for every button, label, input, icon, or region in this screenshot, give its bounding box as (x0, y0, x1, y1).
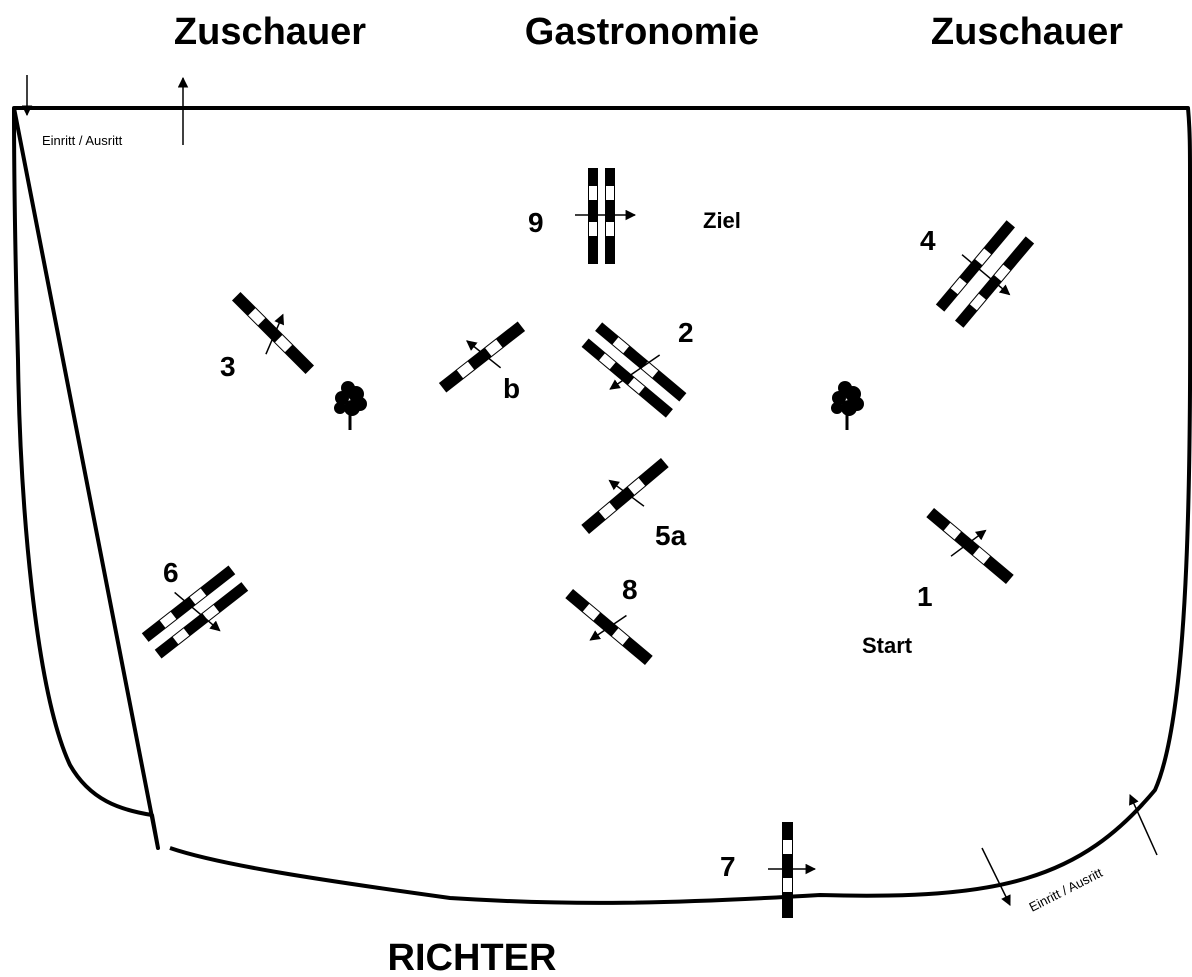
obstacle-2 (581, 322, 687, 418)
obstacle-label: 8 (622, 574, 638, 605)
header-center: Gastronomie (525, 11, 759, 53)
obstacle-3 (231, 291, 315, 375)
header-bottom: RICHTER (388, 937, 557, 977)
obstacle-5b (438, 321, 526, 393)
obstacle-label: 7 (720, 851, 736, 882)
start-label: Start (862, 633, 913, 658)
arrow-icon (589, 614, 627, 641)
obstacle-4 (935, 220, 1035, 328)
obstacle-7 (768, 822, 817, 918)
obstacle-label: 4 (920, 225, 936, 256)
arrow-icon (981, 847, 1011, 906)
arrow-icon (950, 529, 987, 557)
obstacle-9: 9 (528, 168, 637, 264)
arena-boundary (12, 106, 1192, 905)
tree-icon (332, 379, 369, 432)
finish-label: Ziel (703, 208, 741, 233)
obstacle-5a (581, 457, 669, 535)
obstacle-label: 9 (528, 207, 544, 238)
obstacle-1 (926, 507, 1014, 585)
header-right: Zuschauer (931, 11, 1123, 53)
gate-label: Einritt / Ausritt (1027, 865, 1106, 915)
obstacle-8 (565, 588, 653, 666)
obstacle-6 (141, 565, 249, 659)
gate-bottom-right: Einritt / Ausritt (981, 794, 1158, 915)
obstacle-label: 6 (163, 557, 179, 588)
header-left: Zuschauer (174, 11, 366, 53)
arrow-icon (265, 313, 285, 355)
arrow-icon (174, 591, 221, 632)
gate-top-left: Einritt / Ausritt (21, 75, 189, 148)
gate-label: Einritt / Ausritt (42, 133, 123, 148)
obstacle-label: 5a (655, 520, 687, 551)
obstacle-label: 2 (678, 317, 694, 348)
arrow-icon (609, 354, 661, 390)
obstacle-label: 3 (220, 351, 236, 382)
arrow-icon (961, 254, 1011, 296)
arrow-icon (466, 340, 502, 369)
obstacle-label: b (503, 373, 520, 404)
obstacle-label: 1 (917, 581, 933, 612)
tree-icon (829, 379, 866, 432)
arrow-icon (1129, 794, 1158, 856)
arrow-icon (608, 479, 645, 507)
